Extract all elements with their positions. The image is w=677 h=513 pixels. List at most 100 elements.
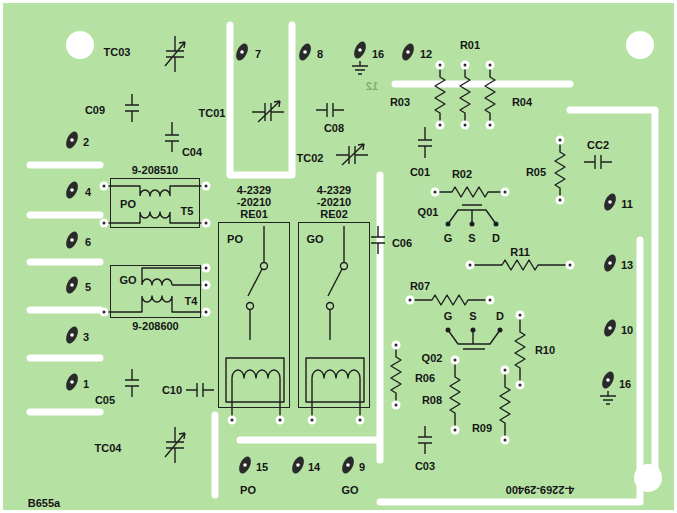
terminal-pad <box>64 130 81 151</box>
isolation-channel <box>30 307 100 314</box>
relay-coil-frame <box>306 358 364 402</box>
terminal-pad <box>602 318 619 339</box>
resistor-symbol <box>391 345 401 405</box>
part-ref: R05 <box>526 166 546 178</box>
solder-pad <box>461 121 470 130</box>
capacitor-symbol <box>186 383 214 397</box>
solder-pad <box>202 182 211 191</box>
resistor-symbol <box>470 260 570 270</box>
part-ref: R01 <box>460 39 480 51</box>
part-ref: R02 <box>452 168 472 180</box>
band-name: GO <box>119 274 136 286</box>
part-number: 4-2329 -20210 RE01 <box>229 184 279 220</box>
part-ref: C01 <box>410 166 430 178</box>
relay-coil-frame <box>226 358 284 402</box>
solder-pad <box>501 436 510 445</box>
components <box>104 36 616 463</box>
relay-contact-point <box>261 263 268 270</box>
mounting-hole <box>634 464 662 492</box>
terminal-number: 16 <box>372 48 384 60</box>
transformer-winding <box>104 296 206 312</box>
ground-symbol <box>352 61 368 74</box>
terminal-pad <box>297 42 314 63</box>
isolation-channel <box>377 175 384 460</box>
solder-pad <box>308 416 317 425</box>
pin-name: S <box>468 232 475 244</box>
terminal-pad <box>64 275 81 296</box>
pin-name: D <box>492 232 500 244</box>
pin-dot <box>498 328 503 333</box>
resistor-symbol <box>555 140 565 200</box>
pin-dot <box>446 328 451 333</box>
transistor-pins <box>446 222 503 333</box>
part-ref: TC02 <box>297 152 324 164</box>
pin-name: S <box>469 310 476 322</box>
resistor-symbol <box>435 65 445 125</box>
solder-pad <box>566 261 575 270</box>
terminal-number: 14 <box>308 461 320 473</box>
solder-pad <box>431 188 440 197</box>
solder-pad <box>556 136 565 145</box>
transformer-winding <box>104 186 206 196</box>
relay-contact-point <box>327 303 334 310</box>
part-ref: T4 <box>185 295 198 307</box>
terminal-pad <box>352 40 369 61</box>
terminal-number: 12 <box>420 48 432 60</box>
pin-dot <box>470 222 475 227</box>
terminal-number: 6 <box>85 236 91 248</box>
trimmer-capacitor-symbol <box>165 36 185 72</box>
copper-ground <box>3 3 674 510</box>
terminal-number: 2 <box>83 136 89 148</box>
trimmer-capacitor-symbol <box>252 101 284 122</box>
solder-pad <box>501 188 510 197</box>
band-name: PO <box>120 198 136 210</box>
resistor-symbol <box>435 187 505 197</box>
terminal-pad <box>64 325 81 346</box>
board-number: 4-2269-29400 <box>506 484 575 496</box>
part-ref: C09 <box>85 104 105 116</box>
terminal-number: 13 <box>621 259 633 271</box>
transformer-box: 9-208510POT5 <box>110 178 200 228</box>
terminal-number: 3 <box>83 331 89 343</box>
terminal-number: 7 <box>255 48 261 60</box>
part-ref: TC04 <box>95 442 122 454</box>
terminal-pad <box>602 253 619 274</box>
terminal-pad <box>400 42 417 63</box>
resistor-symbol <box>410 295 490 305</box>
pin-name: D <box>496 310 504 322</box>
terminal-pad <box>237 455 254 476</box>
band-name: GO <box>341 484 358 496</box>
pin-name: G <box>444 232 453 244</box>
part-ref: R09 <box>472 422 492 434</box>
capacitor-symbol <box>418 127 432 158</box>
part-ref: R08 <box>422 394 442 406</box>
solder-pad <box>466 261 475 270</box>
solder-pad <box>406 296 415 305</box>
solder-pad <box>486 61 495 70</box>
terminal-number: 8 <box>317 48 323 60</box>
terminal-pad <box>340 455 357 476</box>
relay-contact-point <box>341 263 348 270</box>
transistor-symbol <box>448 205 496 224</box>
solder-pad <box>202 219 211 228</box>
part-ref: R11 <box>510 246 530 258</box>
solder-pad <box>392 341 401 350</box>
relay-contact <box>328 226 344 340</box>
relay-coil <box>312 370 360 420</box>
terminal-number: 5 <box>85 281 91 293</box>
isolation-channels <box>30 25 655 502</box>
isolation-channel <box>30 212 100 219</box>
part-ref: C03 <box>415 460 435 472</box>
terminal-pad <box>602 192 619 213</box>
solder-pad <box>202 308 211 317</box>
solder-pad <box>202 281 211 290</box>
resistor-symbol <box>450 360 460 430</box>
part-ref: CC2 <box>587 139 609 151</box>
pin-dot <box>446 222 451 227</box>
terminal-pad <box>234 42 251 63</box>
resistor-symbol <box>485 65 495 125</box>
isolation-channel <box>30 409 100 416</box>
band-name: PO <box>227 233 243 245</box>
